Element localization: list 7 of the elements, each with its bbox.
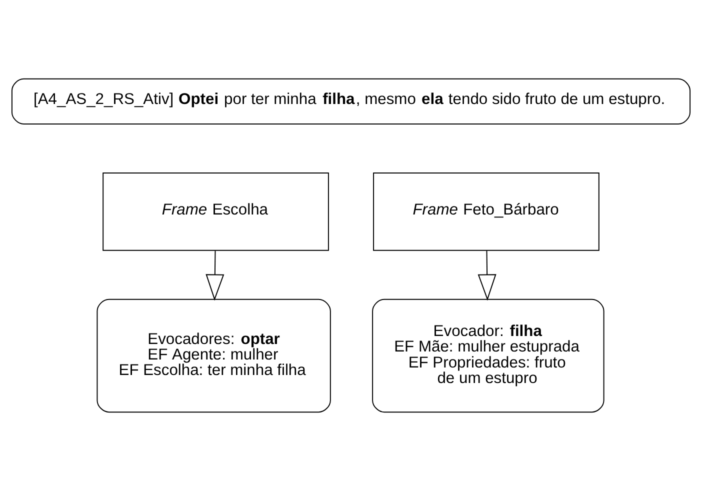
node-box: Frame Feto_Bárbaro [373,172,600,251]
node-box: Evocador: filha EF Mãe: mulher estuprada EF Propriedades: fruto de um estupro [372,298,604,413]
arrow [478,250,496,301]
node-box: [A4_AS_2_RS_Ativ] Optei por ter minha filha, mesmo ela tendo sido fruto de um estupro. [11,78,691,124]
arrow [206,250,224,301]
node-box: Evocadores: optar EF Agente: mulher EF Escolha: ter minha filha [96,298,331,413]
node-box: Frame Escolha [102,172,329,251]
